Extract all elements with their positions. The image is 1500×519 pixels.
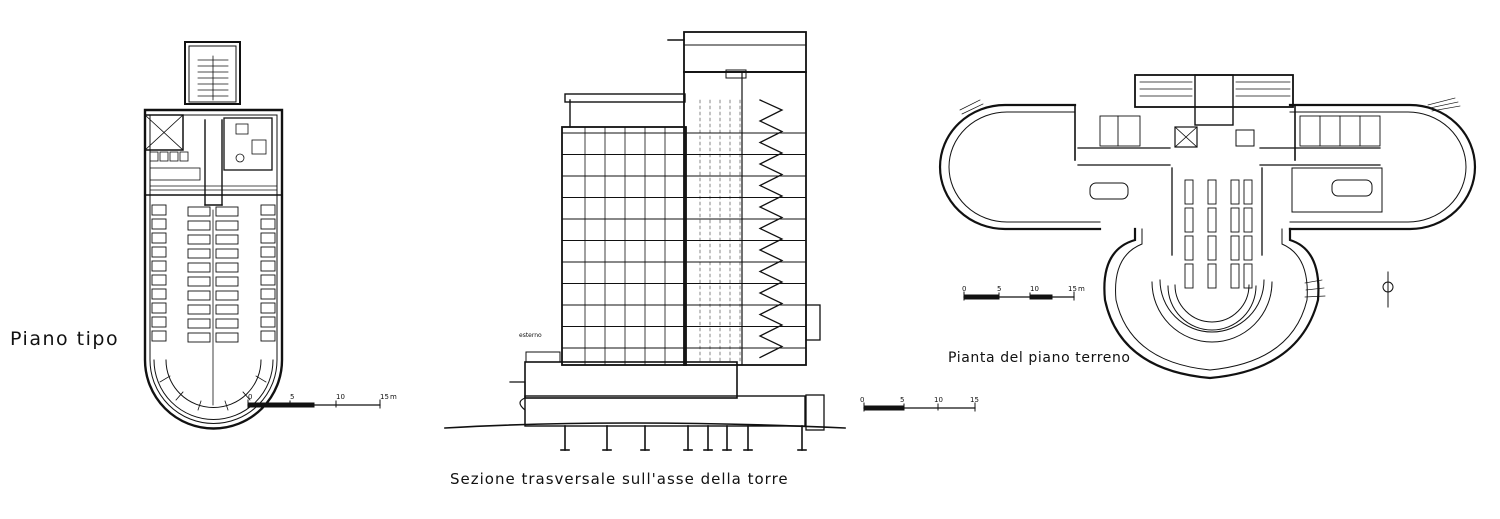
scale-tick-label: 0 xyxy=(962,285,966,293)
scale-tick-label: 5 xyxy=(290,393,294,401)
scale-tick-label: 0 xyxy=(248,393,252,401)
typical-floor-plan xyxy=(143,41,381,430)
scale-tick-label: 15 xyxy=(380,393,389,401)
scale-tick-label: 10 xyxy=(934,396,943,404)
scale-tick-label: 15 xyxy=(1068,285,1077,293)
north-arrow-icon xyxy=(1382,271,1394,308)
scale-unit-label: m xyxy=(1078,285,1085,293)
scale-tick-label: 5 xyxy=(997,285,1001,293)
scale-bar-terreno xyxy=(963,291,1075,301)
scale-tick-label: 10 xyxy=(1030,285,1039,293)
scale-tick-label: 15 xyxy=(970,396,979,404)
scale-bar-tipo xyxy=(247,399,381,409)
scale-bar-sezione xyxy=(863,402,976,412)
caption-sezione: Sezione trasversale sull'asse della torr… xyxy=(450,470,789,488)
scale-tick-label: 5 xyxy=(900,396,904,404)
section-annotation: esterno xyxy=(519,332,542,339)
caption-piano-terreno: Pianta del piano terreno xyxy=(948,350,1131,366)
cross-section-tower: esterno xyxy=(444,31,976,451)
scale-unit-label: m xyxy=(390,393,397,401)
ground-floor-plan xyxy=(938,74,1477,380)
scale-tick-label: 0 xyxy=(860,396,864,404)
caption-piano-tipo: Piano tipo xyxy=(10,328,120,350)
scale-tick-label: 10 xyxy=(336,393,345,401)
